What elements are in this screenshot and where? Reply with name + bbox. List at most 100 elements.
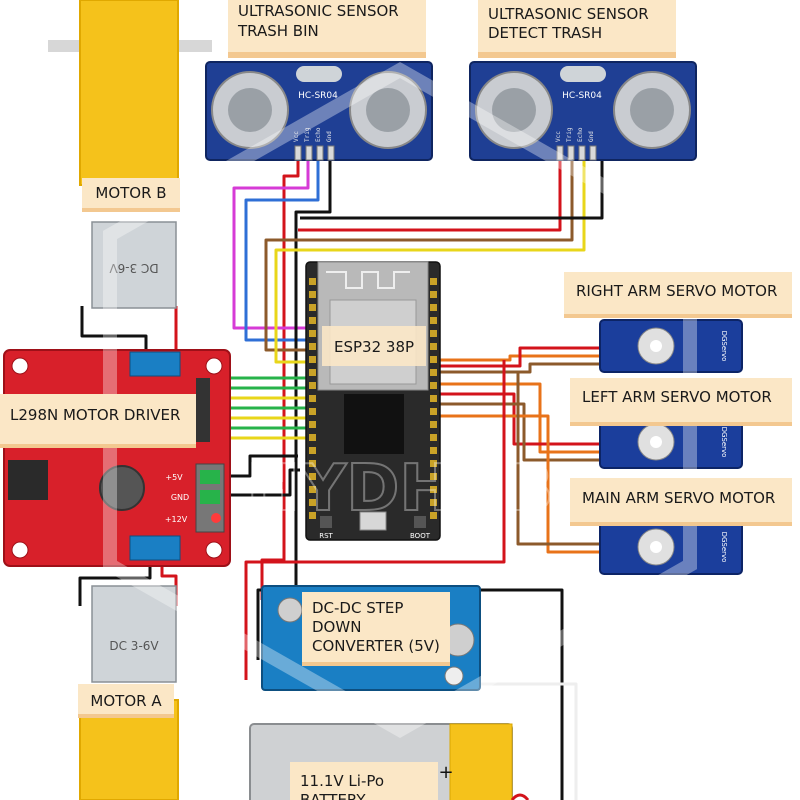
esp32-pin xyxy=(309,473,316,480)
sensor-pin xyxy=(294,145,302,161)
wire-us-bin-vcc xyxy=(260,160,300,600)
wire-servo-main-sig xyxy=(440,414,600,554)
wire-us-bin-gnd xyxy=(256,160,332,660)
esp32-pin xyxy=(309,434,316,441)
l298n-terminal-top xyxy=(129,351,181,377)
wire-battery-pos xyxy=(470,588,564,800)
battery-plus: + xyxy=(438,762,453,783)
label-esp32-text: ESP32 38P xyxy=(334,338,414,356)
wire-us-detect-vcc xyxy=(298,160,562,232)
esp32-pin xyxy=(309,408,316,415)
label-dcdc: DC-DC STEP DOWN CONVERTER (5V) xyxy=(302,592,450,666)
wire-us-bin-echo xyxy=(244,160,320,342)
label-motor-a-text: MOTOR A xyxy=(90,692,162,710)
us-detect-crystal xyxy=(560,66,606,82)
esp32-pin xyxy=(430,304,437,311)
label-esp32-bg xyxy=(322,326,426,366)
label-battery: 11.1V Li-Po BATTERY xyxy=(290,762,438,800)
esp32-pin xyxy=(309,330,316,337)
wire-servo-main-vcc xyxy=(244,360,506,680)
label-motor-b-bg xyxy=(82,178,180,212)
label-battery-line1: 11.1V Li-Po xyxy=(300,772,384,790)
esp32-chip xyxy=(344,394,404,454)
esp32-rst-label: RST xyxy=(319,532,333,540)
label-us-bin-bg xyxy=(228,0,426,58)
esp32-pin xyxy=(309,499,316,506)
esp32-pin xyxy=(309,317,316,324)
l298n-pin-12v: +12V xyxy=(165,515,188,524)
esp32-pin xyxy=(430,447,437,454)
sensor-pin xyxy=(578,145,586,161)
esp32-pin xyxy=(309,382,316,389)
label-l298n-bg xyxy=(0,394,196,448)
wire-us-bin-trig xyxy=(232,160,312,330)
label-us-detect-line2: DETECT TRASH xyxy=(488,24,602,42)
wire-us-detect-echo xyxy=(274,160,586,364)
esp32-pin xyxy=(430,421,437,428)
motor-a-text: DC 3-6V xyxy=(109,639,159,653)
watermark: HYDHUB xyxy=(103,61,697,739)
sensor-pin-label: Trig xyxy=(304,127,311,142)
wire-driver-gnd xyxy=(212,468,300,497)
esp32-pin xyxy=(309,343,316,350)
esp32-pin xyxy=(430,395,437,402)
sensor-pin-label: Echo xyxy=(577,127,584,142)
label-right-servo-bg xyxy=(564,272,792,318)
label-right-servo-text: RIGHT ARM SERVO MOTOR xyxy=(576,282,777,300)
label-main-servo-bg xyxy=(570,478,792,526)
esp32-pin xyxy=(309,395,316,402)
sensor-pin xyxy=(327,145,335,161)
wire-servo-right-gnd xyxy=(440,362,600,374)
label-left-servo-bg xyxy=(570,378,792,426)
sensor-pin-label: Gnd xyxy=(326,131,333,142)
sensor-pin xyxy=(305,145,313,161)
sensor-pin-label: Vcc xyxy=(555,131,562,142)
label-battery-line2: BATTERY xyxy=(300,791,366,800)
servo-right-brand: DGServo xyxy=(720,331,728,362)
esp32-usb xyxy=(359,511,387,531)
esp32-pin xyxy=(309,512,316,519)
us-bin-model: HC-SR04 xyxy=(298,91,338,101)
l298n-header xyxy=(196,378,210,442)
label-l298n-text: L298N MOTOR DRIVER xyxy=(10,406,180,424)
wire-motor-b-a xyxy=(80,306,148,360)
esp32-boot-label: BOOT xyxy=(410,532,431,540)
motor-b-gearbox xyxy=(80,0,178,185)
label-motor-a: MOTOR A xyxy=(78,684,174,718)
label-us-bin: ULTRASONIC SENSOR TRASH BIN xyxy=(228,0,426,58)
esp32-pin xyxy=(430,382,437,389)
motor-b: DC 3-6V xyxy=(48,0,212,309)
l298n-terminal-bottom xyxy=(129,535,181,561)
dcdc-cap-1 xyxy=(277,597,303,623)
label-dcdc-bg xyxy=(302,592,450,666)
label-main-servo-text: MAIN ARM SERVO MOTOR xyxy=(582,489,775,507)
label-dcdc-line3: CONVERTER (5V) xyxy=(312,637,440,655)
battery-cap xyxy=(449,723,513,800)
esp32-pin xyxy=(430,460,437,467)
esp32-pin xyxy=(430,486,437,493)
sensor-pin-label: Gnd xyxy=(588,131,595,142)
servo-left-arm: DGServo xyxy=(599,415,743,469)
label-us-bin-line2: TRASH BIN xyxy=(237,22,319,40)
esp32-boot-button xyxy=(414,516,426,528)
esp32-pin xyxy=(430,356,437,363)
motor-b-text: DC 3-6V xyxy=(109,261,159,275)
esp32-pin xyxy=(309,304,316,311)
esp32-pin xyxy=(309,369,316,376)
label-us-detect-line1: ULTRASONIC SENSOR xyxy=(488,5,649,23)
label-l298n: L298N MOTOR DRIVER xyxy=(0,394,196,448)
watermark-text: HYDHUB xyxy=(246,452,553,526)
motor-b-body xyxy=(91,221,177,309)
esp32-pin xyxy=(430,317,437,324)
wire-servo-left-sig xyxy=(440,382,600,454)
sensor-pin-label: Vcc xyxy=(293,131,300,142)
label-main-servo: MAIN ARM SERVO MOTOR xyxy=(570,478,792,526)
servo-right-arm: DGServo xyxy=(599,319,743,373)
dcdc-pot xyxy=(444,666,464,686)
wire-battery-neg xyxy=(470,682,578,800)
label-motor-b: MOTOR B xyxy=(82,178,180,212)
label-right-servo: RIGHT ARM SERVO MOTOR xyxy=(564,272,792,318)
sensor-pin xyxy=(556,145,564,161)
label-motor-a-bg xyxy=(78,684,174,718)
